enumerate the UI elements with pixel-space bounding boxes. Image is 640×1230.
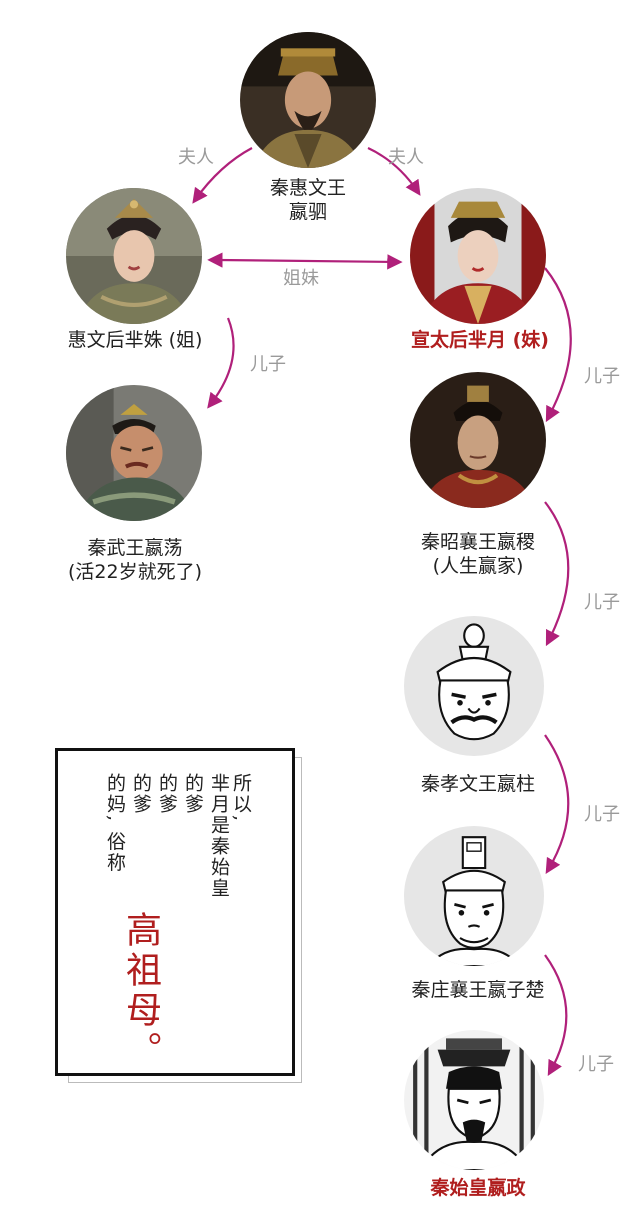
relation-label-son-zhuangxiang: 儿子 — [584, 804, 620, 825]
arrow-husband-to-miyue — [367, 147, 421, 196]
name-king-zhaoxiang-line1: 秦昭襄王嬴稷 — [420, 531, 535, 553]
relation-label-wife-right: 夫人 — [388, 147, 424, 168]
note-col-6: 的妈, 俗称 — [104, 773, 126, 874]
portrait-king-zhuangxiang — [404, 826, 544, 966]
note-highlight: 高祖母。 — [120, 911, 161, 1071]
name-king-wu: 秦武王嬴荡 (活22岁就死了) — [30, 536, 240, 584]
portrait-queen-mishu — [66, 188, 202, 324]
name-king-wu-line2: (活22岁就死了) — [67, 561, 202, 583]
name-king-huiwen-line2: 嬴驷 — [288, 201, 327, 223]
name-king-huiwen: 秦惠文王 嬴驷 — [248, 176, 368, 224]
portrait-king-wu — [66, 385, 202, 521]
relation-label-son-wu: 儿子 — [250, 354, 286, 375]
arrow-sisters — [207, 252, 403, 270]
name-king-zhuangxiang: 秦庄襄王嬴子楚 — [411, 979, 545, 1001]
relation-label-son-zheng: 儿子 — [578, 1054, 614, 1075]
note-col-5: 的爹 — [130, 773, 152, 815]
portrait-king-zhaoxiang — [410, 372, 546, 508]
name-king-wu-line1: 秦武王嬴荡 — [87, 537, 183, 559]
name-king-xiaowen: 秦孝文王嬴柱 — [420, 773, 535, 795]
arrow-son-zhuangxiang — [544, 734, 570, 874]
relation-label-sisters: 姐妹 — [283, 268, 319, 289]
portrait-king-xiaowen — [404, 616, 544, 756]
name-queen-mishu: 惠文后芈姝 (姐) — [67, 329, 203, 351]
arrow-son-wu — [207, 317, 235, 409]
portrait-empress-dowager-xuan — [410, 188, 546, 324]
name-empress-dowager-xuan: 宣太后芈月 (妹) — [411, 329, 549, 351]
note-col-2: 芈月是秦始皇 — [208, 773, 230, 899]
portrait-qin-shihuang — [404, 1030, 544, 1170]
relation-label-son-xiaowen: 儿子 — [584, 592, 620, 613]
arrow-son-zhaoxiang — [544, 267, 572, 423]
name-qin-shihuang: 秦始皇嬴政 — [430, 1177, 526, 1199]
note-col-1: 所以, — [230, 773, 252, 824]
conclusion-note-box: 所以, 芈月是秦始皇 的爹 的爹 的爹 的妈, 俗称 高祖母。 — [55, 748, 302, 1083]
relation-label-wife-left: 夫人 — [178, 147, 214, 168]
name-king-huiwen-line1: 秦惠文王 — [269, 177, 346, 199]
note-col-4: 的爹 — [156, 773, 178, 815]
name-king-zhaoxiang-line2: (人生赢家) — [432, 555, 524, 577]
arrow-son-zheng — [544, 954, 568, 1077]
name-king-zhaoxiang: 秦昭襄王嬴稷 (人生赢家) — [378, 530, 578, 578]
note-col-3: 的爹 — [182, 773, 204, 815]
relation-label-son-zhaoxiang: 儿子 — [584, 366, 620, 387]
arrow-husband-to-mishu — [192, 147, 253, 204]
portrait-king-huiwen — [240, 32, 376, 168]
arrow-son-xiaowen — [544, 501, 570, 647]
